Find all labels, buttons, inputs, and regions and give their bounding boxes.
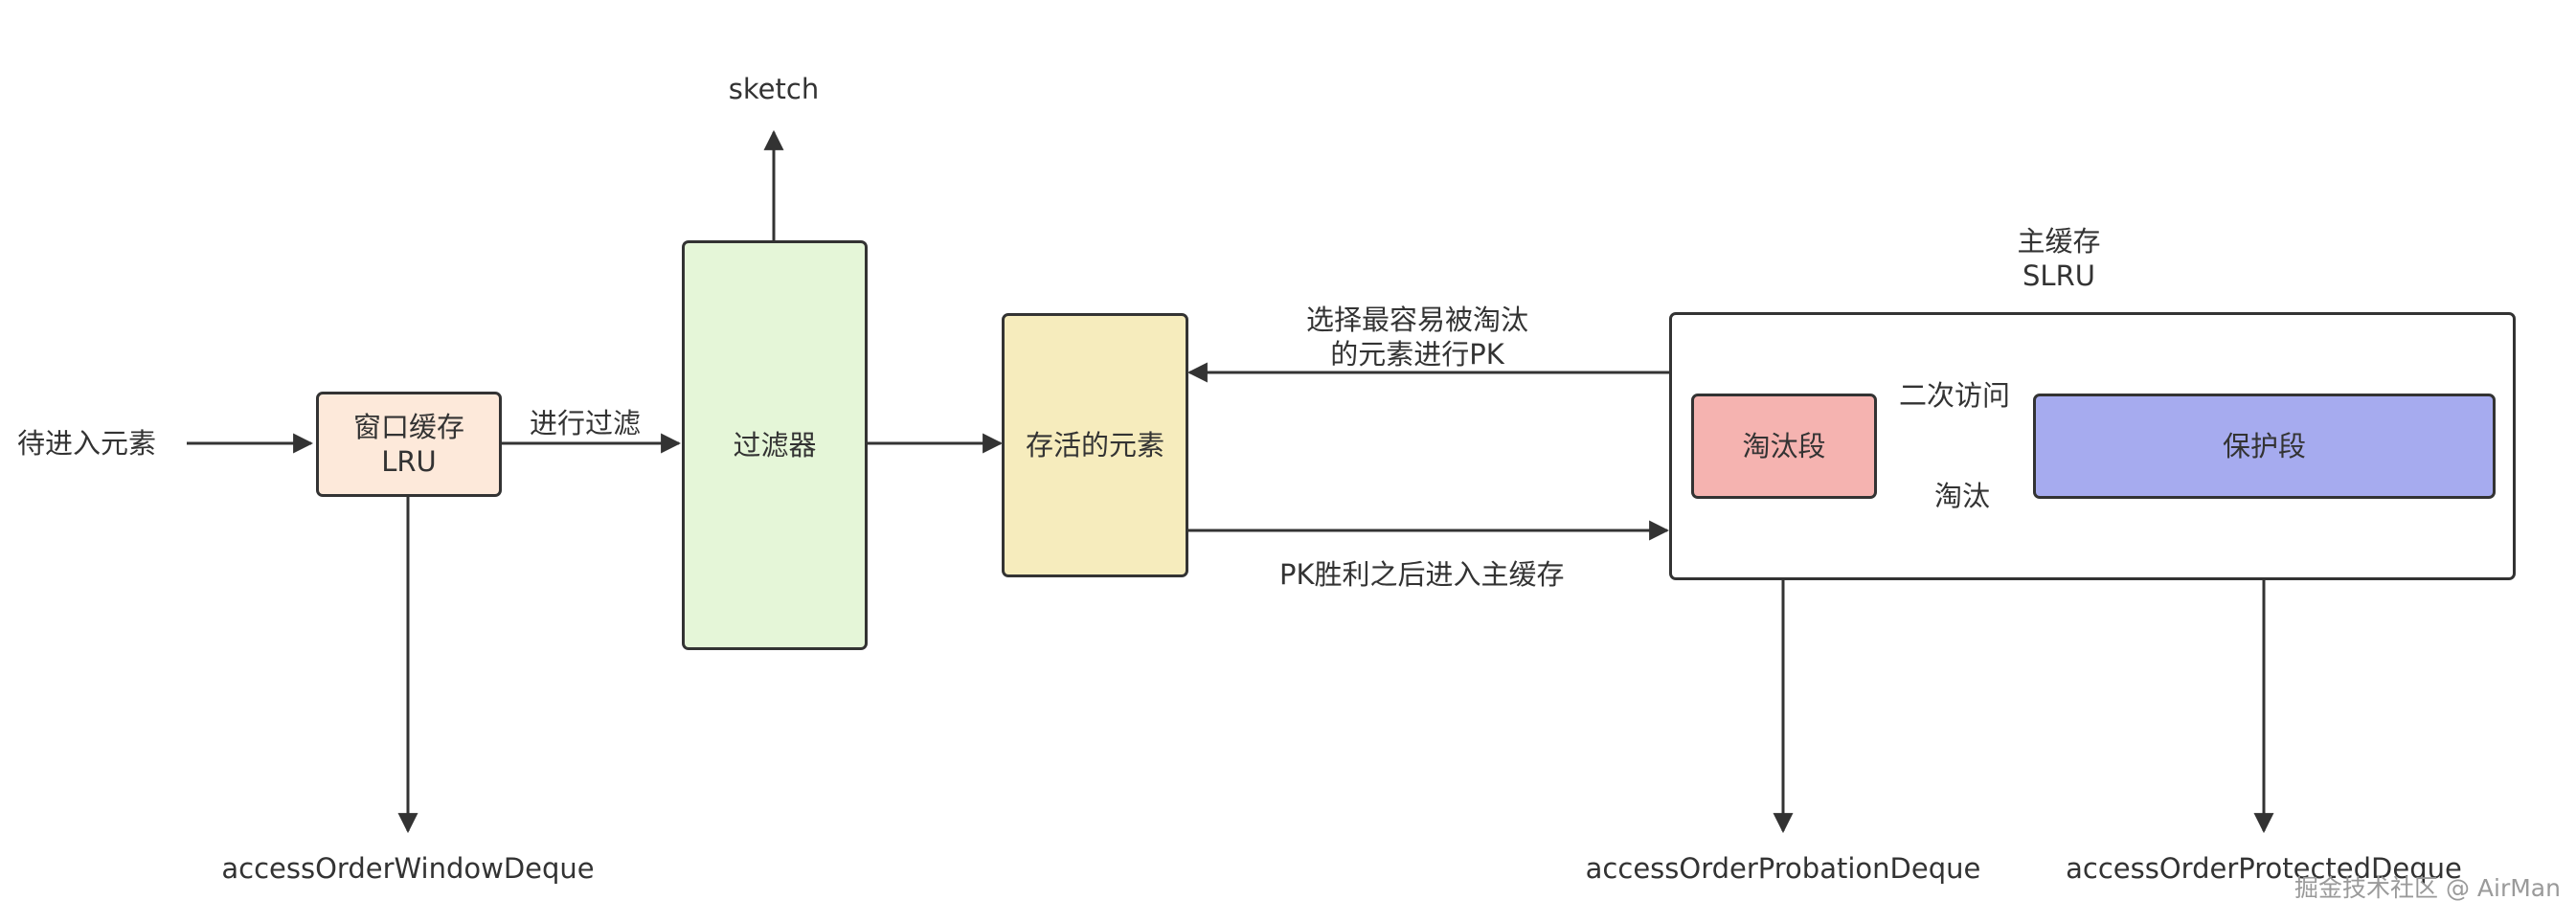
- filter-edge-label: 进行过滤: [530, 407, 642, 439]
- window-cache-node: 窗口缓存 LRU: [316, 392, 502, 497]
- window-deque-label: accessOrderWindowDeque: [221, 852, 595, 885]
- main-cache-title: 主缓存 SLRU: [1954, 224, 2164, 293]
- probation-node: 淘汰段: [1691, 394, 1877, 499]
- input-elements-label: 待进入元素: [17, 427, 157, 460]
- second-access-label: 二次访问: [1899, 379, 2011, 412]
- protected-label: 保护段: [2222, 430, 2306, 462]
- survivor-node: 存活的元素: [1002, 313, 1188, 577]
- probation-label: 淘汰段: [1742, 430, 1826, 462]
- filter-node: 过滤器: [682, 240, 868, 650]
- main-cache-title-line1: 主缓存: [2017, 225, 2101, 258]
- select-pk-label: 选择最容易被淘汰 的元素进行PK: [1274, 303, 1561, 371]
- window-cache-type: LRU: [381, 445, 437, 478]
- protected-deque-label: accessOrderProtectedDeque: [2066, 852, 2462, 885]
- main-cache-title-line2: SLRU: [2022, 259, 2095, 292]
- sketch-label: sketch: [728, 73, 820, 105]
- survivor-label: 存活的元素: [1025, 429, 1164, 462]
- window-cache-title: 窗口缓存: [352, 411, 464, 443]
- select-pk-line1: 选择最容易被淘汰: [1305, 304, 1528, 336]
- evict-label: 淘汰: [1934, 480, 1991, 512]
- filter-label: 过滤器: [733, 429, 817, 462]
- probation-deque-label: accessOrderProbationDeque: [1585, 852, 1981, 885]
- pk-win-label: PK胜利之后进入主缓存: [1279, 558, 1565, 591]
- select-pk-line2: 的元素进行PK: [1330, 338, 1504, 371]
- protected-node: 保护段: [2033, 394, 2496, 499]
- watermark: 掘金技术社区 @ AirMan: [2294, 874, 2561, 902]
